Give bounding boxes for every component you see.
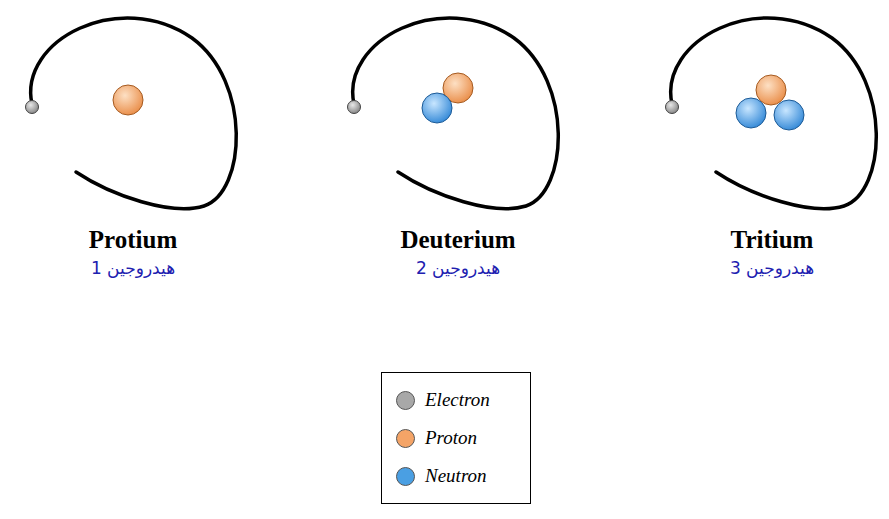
isotope-arabic-name: هيدروجين 2 [416,258,500,278]
electron [348,101,361,114]
deuterium-atom [348,18,559,209]
isotope-name: Protium [89,226,177,254]
isotope-name: Deuterium [400,226,515,254]
neutron [422,93,452,123]
legend-row: Neutron [396,457,516,495]
isotope-arabic-name: هيدروجين 3 [730,258,814,278]
legend-row: Electron [396,381,516,419]
electron [666,101,679,114]
legend-text: Proton [425,427,477,449]
legend-text: Neutron [425,465,487,487]
orbit [353,18,559,209]
isotope-name: Tritium [731,226,814,254]
proton [756,75,786,105]
orbit [671,18,877,209]
neutron [736,98,766,128]
legend-box: ElectronProtonNeutron [381,372,531,504]
legend-text: Electron [425,389,490,411]
proton [113,85,143,115]
legend-swatch [396,429,415,448]
legend-swatch [396,391,415,410]
isotope-arabic-name: هيدروجين 1 [91,258,175,278]
neutron [774,100,804,130]
legend-swatch [396,467,415,486]
legend-row: Proton [396,419,516,457]
protium-atom [26,18,237,209]
electron [26,101,39,114]
orbit [31,18,237,209]
tritium-atom [666,18,877,209]
